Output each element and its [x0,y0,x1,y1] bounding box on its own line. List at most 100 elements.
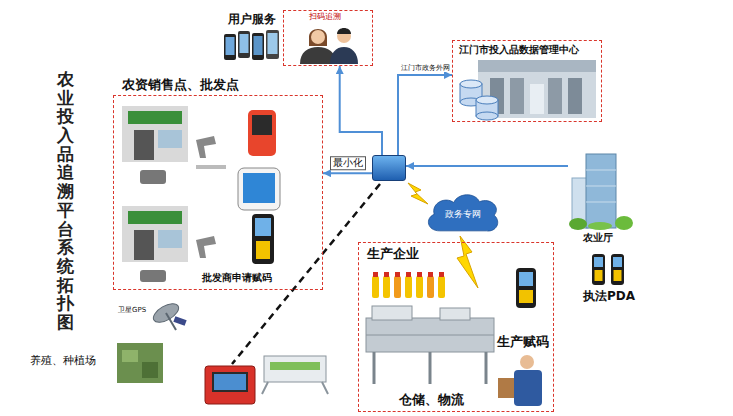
bottles-photo [372,276,379,298]
people-icon [337,29,351,43]
people-icon [330,47,358,64]
shop-photo [134,130,154,160]
field-device-icon [212,372,248,392]
pda-icon [611,254,624,285]
pda-icon [592,254,624,285]
database-icon [476,96,498,104]
diagram-title: 农业投入品追溯平台系统拓扑图 [57,70,74,332]
node-text: 扫码追溯 [309,12,341,21]
building-icon [586,186,616,187]
bottles-photo [384,272,389,277]
phones-icon [240,34,249,53]
data-center-box: 江门市投入品数据管理中心 [452,40,602,122]
production-line-photo [366,306,494,384]
phones-icon [266,30,279,59]
farm-photo [117,343,163,383]
node-heading: 农资销售点、批发点 [122,78,239,93]
production-line-photo [373,352,376,384]
production-line-photo [440,308,470,320]
edge-label: 最小化 [330,156,366,170]
node-heading: 用户服务 [228,13,276,27]
production-line-photo [366,318,494,352]
connector-arrow [398,75,452,155]
pos-device-icon [252,115,272,135]
datacenter-photo [568,78,582,114]
phones-icon [226,37,235,55]
field-device-icon [214,374,246,390]
field-device-icon [205,366,255,404]
equipment-drawing [262,356,328,394]
edge-label: 江门市政务外网 [399,64,452,72]
farm-photo [117,343,163,383]
equipment-drawing [264,356,326,382]
gps-dish-icon [173,316,186,326]
pda-label: 执法PDA [583,290,635,304]
phones-icon [238,31,250,58]
gps-dish-icon [150,300,186,330]
building-icon [569,218,587,230]
scanner-icon [196,165,226,169]
scanner-pda-icon [516,268,536,308]
scanner-icon [140,270,166,282]
production-line-photo [366,335,494,336]
bottles-photo [417,272,422,277]
scanner-pda-icon [516,268,536,308]
connector-arrow [406,165,568,167]
database-icon [476,112,498,120]
bottles-photo [416,276,423,298]
building-icon [586,202,616,203]
bottles-photo [395,272,400,277]
pos-device-icon [238,168,280,210]
lightning-icon [457,236,478,288]
node-text: 批发商申请赋码 [202,272,272,284]
worker-photo [498,355,542,406]
shop-photo [122,106,188,262]
datacenter-photo [530,84,544,114]
node-text: 仓储、物流 [399,393,464,408]
pda-icon [613,257,622,267]
scanner-icon [140,136,226,282]
equipment-drawing [270,362,320,370]
datacenter-photo [510,78,524,114]
node-heading: 农业厅 [583,232,613,244]
bottles-photo [383,276,390,298]
scanner-pda-icon [519,290,533,303]
bottles-photo [406,272,411,277]
connector-arrow [323,172,372,174]
building-icon [615,216,633,230]
pda-icon [592,254,605,285]
phones-icon [254,36,263,55]
shop-photo [158,130,182,148]
field-device-icon [205,366,255,404]
pos-device-icon [255,218,271,236]
department-building: 农业厅 [568,150,634,247]
pos-device-icon [243,173,275,203]
people-icon [311,30,325,44]
user-service-box: 用户服务扫码追溯 [283,10,373,66]
pos-device-icon [248,110,276,156]
network-cloud: 政务专网 [424,190,502,234]
datacenter-photo [548,78,562,114]
equipment-drawing [262,382,268,394]
worker-photo [520,355,534,369]
pos-device-icon [256,241,270,259]
bottles-photo [405,276,412,298]
farm-label: 养殖、种植场 [30,355,96,368]
pda-icon [614,270,622,281]
bottles-photo [394,276,401,298]
database-icon [460,80,482,88]
building-icon [569,154,633,230]
gps-label: 卫星GPS [118,306,146,314]
bottles-photo [428,272,433,277]
pos-device-icon [238,110,280,264]
building-icon [586,170,616,171]
connector-arrow [340,66,382,155]
phones-icon [252,33,264,60]
production-line-photo [372,306,412,320]
worker-photo [514,370,542,406]
pos-device-icon [252,214,274,264]
farm-photo [142,362,158,378]
